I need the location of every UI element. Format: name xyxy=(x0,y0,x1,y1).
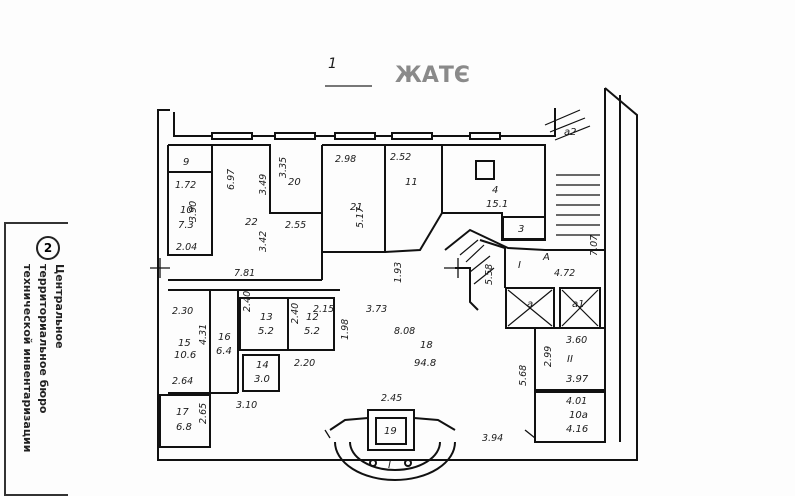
stamp-line-3: технической инвентаризации xyxy=(21,264,34,453)
room-13-num: 13 xyxy=(260,312,273,323)
room-13-area: 5.2 xyxy=(258,326,274,337)
room-a: а xyxy=(527,299,533,310)
floor-label: ЭТАЖ xyxy=(395,63,470,88)
dim-1: 1.72 xyxy=(175,180,196,191)
dim-34: 4.01 xyxy=(566,396,587,407)
dim-14: 5.58 xyxy=(484,264,495,285)
bti-stamp-text: 2 Центральное территориальное бюро техни… xyxy=(8,230,66,485)
plan-walls xyxy=(150,87,638,481)
dim-13: 1.93 xyxy=(393,262,404,283)
dim-18: 4.31 xyxy=(198,324,209,345)
room-15-area: 10.6 xyxy=(174,350,196,361)
dim-4: 6.97 xyxy=(226,169,237,190)
dim-32: 2.99 xyxy=(543,346,554,367)
room-4-area: 15.1 xyxy=(486,199,508,210)
room-10-area: 7.3 xyxy=(178,220,194,231)
room-18-num: 18 xyxy=(420,340,433,351)
room-17-num: 17 xyxy=(176,407,189,418)
dim-3: 2.04 xyxy=(176,242,197,253)
dim-8: 3.42 xyxy=(258,231,269,252)
room-10-num: 10 xyxy=(180,205,193,216)
dim-29: 2.45 xyxy=(381,393,402,404)
room-II-num: II xyxy=(567,354,573,365)
room-a2: а2 xyxy=(564,127,577,138)
dim-2: 3.90 xyxy=(188,201,199,222)
dim-31: 3.94 xyxy=(482,433,503,444)
dim-23: 2.40 xyxy=(290,303,301,324)
room-21: 21 xyxy=(350,202,363,213)
room-22: 22 xyxy=(245,217,258,228)
dim-20: 2.65 xyxy=(198,403,209,424)
dim-24: 1.98 xyxy=(340,319,351,340)
dim-11: 5.17 xyxy=(355,207,366,228)
dim-22: 2.15 xyxy=(313,304,334,315)
dim-30: 5.68 xyxy=(518,365,529,386)
floor-number: 1 xyxy=(328,56,337,72)
dim-10: 2.98 xyxy=(335,154,356,165)
room-15-num: 15 xyxy=(178,338,191,349)
room-I: I xyxy=(518,260,521,271)
dim-21: 2.40 xyxy=(242,291,253,312)
dim-9: 7.81 xyxy=(234,268,255,279)
dim-26: 2.20 xyxy=(294,358,315,369)
room-14-num: 14 xyxy=(256,360,269,371)
dim-15: 4.72 xyxy=(554,268,575,279)
stamp-number: 2 xyxy=(36,236,60,260)
dim-28: 8.08 xyxy=(394,326,415,337)
room-11: 11 xyxy=(405,177,418,188)
room-10a-area: 4.16 xyxy=(566,424,588,435)
room-I-entry: I xyxy=(388,460,391,471)
dim-33: 3.60 xyxy=(566,335,587,346)
room-19: 19 xyxy=(384,426,397,437)
room-4-num: 4 xyxy=(492,185,498,196)
dim-5: 3.49 xyxy=(258,174,269,195)
stamp-line-1: Центральное xyxy=(53,264,66,349)
dim-6: 3.35 xyxy=(278,157,289,178)
room-18-area: 94.8 xyxy=(414,358,436,369)
room-20: 20 xyxy=(288,177,301,188)
dim-25: 3.73 xyxy=(366,304,387,315)
room-9: 9 xyxy=(183,157,189,168)
room-17-area: 6.8 xyxy=(176,422,192,433)
dim-12: 2.52 xyxy=(390,152,411,163)
dim-16: 7.07 xyxy=(589,235,600,256)
stamp-line-2: территориальное бюро xyxy=(37,264,50,414)
dimension-labels: 1.72 3.90 2.04 6.97 3.49 3.35 2.55 3.42 … xyxy=(172,152,600,444)
room-labels: 9 10 7.3 22 20 21 11 4 15.1 3 I А а а1 а… xyxy=(174,127,589,471)
dim-27: 3.10 xyxy=(236,400,257,411)
dim-17: 2.30 xyxy=(172,306,193,317)
room-10a-num: 10а xyxy=(569,410,588,421)
room-16-area: 6.4 xyxy=(216,346,232,357)
room-a1: а1 xyxy=(572,299,585,310)
room-A: А xyxy=(542,252,550,263)
room-14-area: 3.0 xyxy=(254,374,270,385)
room-II-area: 3.97 xyxy=(566,374,589,385)
room-3: 3 xyxy=(518,224,524,235)
dim-7: 2.55 xyxy=(285,220,306,231)
room-16-num: 16 xyxy=(218,332,231,343)
dim-19: 2.64 xyxy=(172,376,193,387)
room-12-area: 5.2 xyxy=(304,326,320,337)
room-12-num: 12 xyxy=(306,312,319,323)
